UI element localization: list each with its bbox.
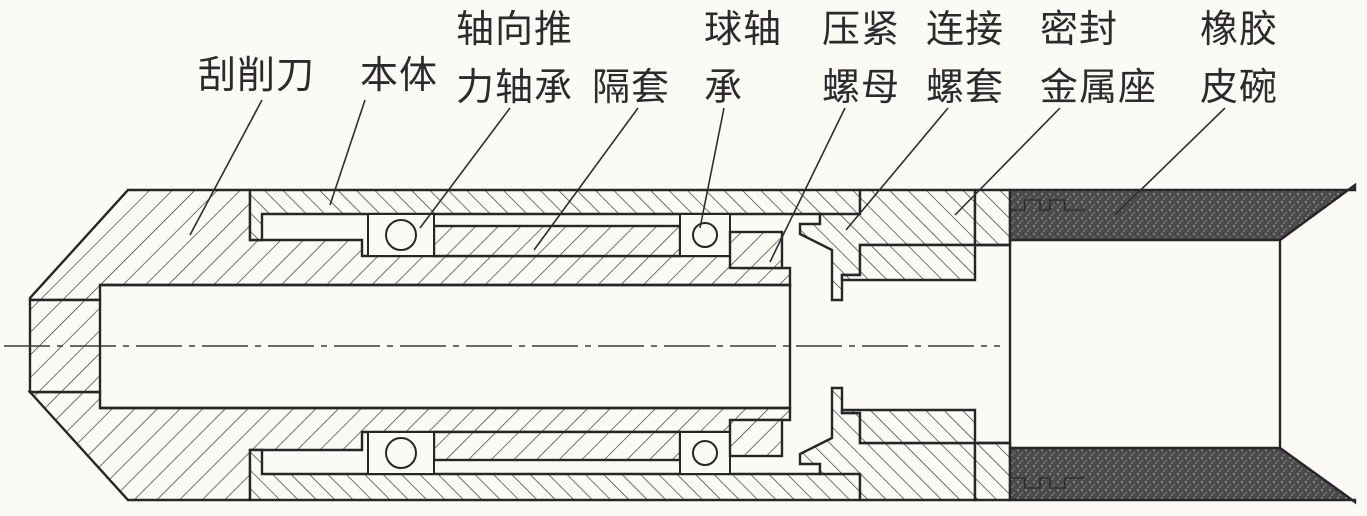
label-spacer: 隔套 — [592, 65, 670, 109]
label-rubber-cup-line1: 橡胶 — [1200, 7, 1278, 51]
label-connect-sleeve-line2: 螺套 — [926, 65, 1004, 109]
chamber-outline — [975, 243, 1012, 445]
thrust-bearing-lower-ball — [385, 437, 417, 469]
spacer-upper — [432, 224, 682, 258]
scraper-nose — [28, 298, 102, 394]
label-seal-seat-line2: 金属座 — [1040, 65, 1157, 109]
leader-spacer — [533, 107, 639, 251]
seal-seat-upper — [973, 188, 1012, 247]
lock-nut-upper — [728, 230, 784, 270]
leader-body — [329, 99, 366, 206]
spacer-lower — [432, 430, 682, 462]
label-body: 本体 — [360, 53, 438, 97]
label-lock-nut-line1: 压紧 — [822, 7, 900, 51]
rubber-cup-upper-teeth — [1010, 199, 1085, 211]
label-ball-bearing-line2: 承 — [704, 65, 743, 109]
rubber-cup-lower-teeth — [1010, 477, 1085, 489]
leader-connect-sleeve — [845, 107, 949, 231]
leader-seal-seat — [954, 107, 1061, 216]
lock-nut-lower — [728, 418, 784, 458]
ball-bearing-upper-ball — [692, 222, 718, 248]
leader-lock-nut — [769, 107, 846, 263]
thrust-bearing-upper-ball — [385, 219, 417, 251]
label-lock-nut-line2: 螺母 — [822, 65, 900, 109]
label-scraper: 刮削刀 — [198, 53, 315, 97]
connect-sleeve-body-upper — [840, 243, 977, 282]
leader-ball-bearing — [699, 107, 725, 229]
rubber-cup-upper — [1008, 182, 1357, 242]
main-bore-outline — [100, 283, 792, 410]
leader-scraper — [189, 99, 263, 236]
label-rubber-cup-line2: 皮碗 — [1200, 65, 1278, 109]
label-connect-sleeve-line1: 连接 — [926, 7, 1004, 51]
leader-rubber-cup — [1114, 107, 1226, 216]
label-thrust-bearing-line1: 轴向推 — [456, 7, 573, 51]
ball-bearing-lower-ball — [692, 440, 718, 466]
label-ball-bearing-line1: 球轴 — [704, 7, 782, 51]
label-seal-seat-line1: 密封 — [1040, 7, 1118, 51]
connect-sleeve-body-lower — [840, 408, 977, 445]
label-thrust-bearing-line2: 力轴承 — [456, 65, 573, 109]
seal-seat-lower — [973, 441, 1012, 502]
leader-thrust-bearing — [419, 107, 511, 229]
rubber-cup-lower — [1008, 446, 1357, 505]
